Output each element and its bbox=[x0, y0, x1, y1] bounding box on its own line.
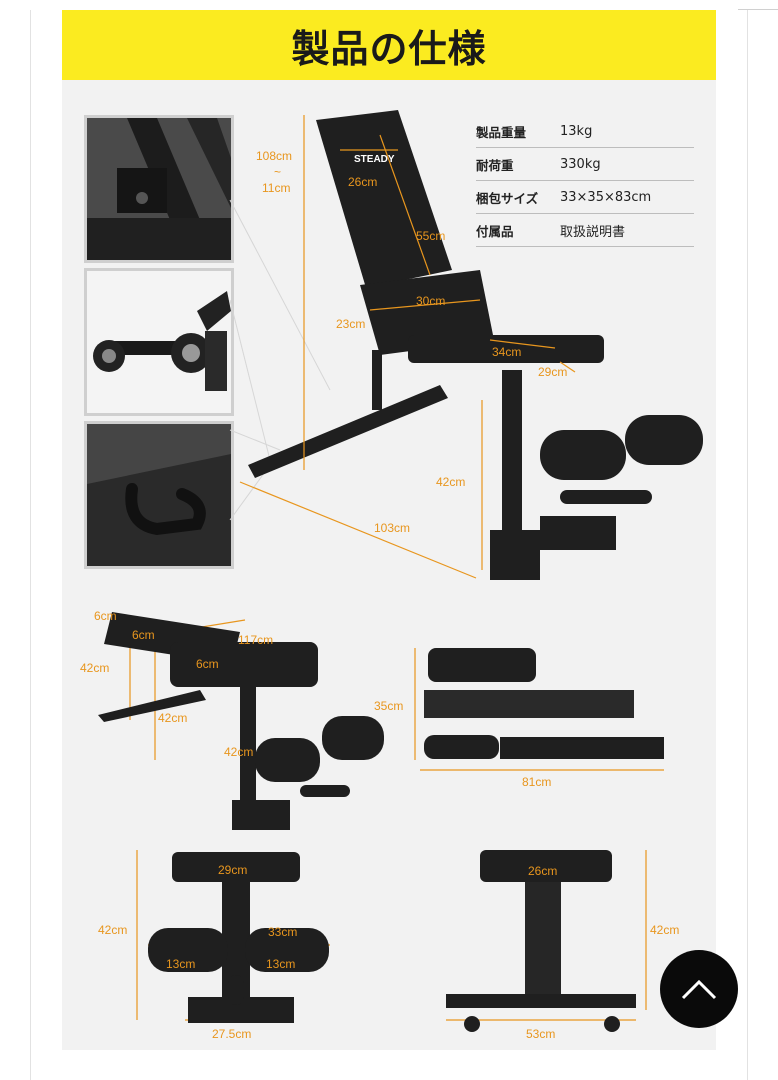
dim-seat-width: 30cm bbox=[416, 294, 445, 308]
main-bench bbox=[248, 110, 703, 580]
folded-bench bbox=[424, 648, 664, 759]
dim-flat-pad-c: 6cm bbox=[196, 657, 219, 671]
spec-row: 付属品 取扱説明書 bbox=[476, 214, 694, 247]
right-frame-line bbox=[747, 0, 748, 1080]
dim-main-height-max: 108cm bbox=[256, 149, 292, 163]
detail-photo-handle bbox=[84, 421, 234, 569]
page-title: 製品の仕様 bbox=[291, 26, 487, 71]
dim-rear-top-width: 26cm bbox=[528, 864, 557, 878]
spec-row: 耐荷重 330kg bbox=[476, 148, 694, 181]
detail-photo-adjuster bbox=[84, 115, 234, 263]
dim-front-base-width: 27.5cm bbox=[212, 1027, 251, 1041]
handle-illustration bbox=[87, 424, 231, 566]
spec-table: 製品重量 13kg 耐荷重 330kg 梱包サイズ 33×35×83cm 付属品… bbox=[476, 115, 694, 247]
dim-flat-pad-b: 6cm bbox=[132, 628, 155, 642]
front-view-bench bbox=[148, 852, 329, 1023]
spec-value: 33×35×83cm bbox=[560, 189, 652, 205]
dim-front-seat-width: 29cm bbox=[538, 365, 567, 379]
dim-front-roller-right: 13cm bbox=[266, 957, 295, 971]
dim-back-length: 55cm bbox=[416, 229, 445, 243]
spec-value: 330kg bbox=[560, 156, 601, 172]
adjuster-illustration bbox=[87, 118, 231, 260]
dim-back-width: 26cm bbox=[348, 175, 377, 189]
dim-flat-length: 117cm bbox=[238, 633, 273, 647]
dim-front-roller-left: 13cm bbox=[166, 957, 195, 971]
detail-photo-wheels bbox=[84, 268, 234, 416]
spec-label: 耐荷重 bbox=[476, 157, 514, 173]
top-bar bbox=[0, 0, 778, 10]
dim-flat-pad-a: 6cm bbox=[94, 609, 117, 623]
dim-front-top-width: 29cm bbox=[218, 863, 247, 877]
dim-flat-front-height: 42cm bbox=[224, 745, 253, 759]
left-frame-line bbox=[30, 0, 31, 1080]
top-rule bbox=[738, 9, 778, 10]
spec-label: 製品重量 bbox=[476, 124, 527, 140]
flat-bench bbox=[98, 612, 384, 830]
brand-logo: STEADY bbox=[354, 154, 395, 165]
rear-view-bench bbox=[446, 850, 636, 1032]
dim-flat-height: 42cm bbox=[80, 661, 109, 675]
dim-front-seat-length: 34cm bbox=[492, 345, 521, 359]
dim-total-length: 103cm bbox=[374, 521, 410, 535]
title-banner: 製品の仕様 bbox=[62, 10, 716, 80]
dim-seat-height: 42cm bbox=[436, 475, 465, 489]
spec-value: 13kg bbox=[560, 123, 593, 139]
dim-folded-height: 35cm bbox=[374, 699, 403, 713]
dim-folded-length: 81cm bbox=[522, 775, 551, 789]
dim-rear-height: 42cm bbox=[650, 923, 679, 937]
dim-front-roller-width: 33cm bbox=[268, 925, 297, 939]
dim-rear-base-width: 53cm bbox=[526, 1027, 555, 1041]
scroll-top-button[interactable] bbox=[660, 950, 738, 1028]
spec-label: 付属品 bbox=[476, 223, 514, 239]
spec-row: 製品重量 13kg bbox=[476, 115, 694, 148]
spec-label: 梱包サイズ bbox=[476, 190, 539, 206]
spec-row: 梱包サイズ 33×35×83cm bbox=[476, 181, 694, 214]
wheels-illustration bbox=[87, 271, 231, 413]
chevron-up-icon bbox=[681, 979, 717, 1000]
dim-front-height: 42cm bbox=[98, 923, 127, 937]
spec-value: 取扱説明書 bbox=[560, 224, 626, 240]
dim-flat-leg-height: 42cm bbox=[158, 711, 187, 725]
dim-main-height-min: 11cm bbox=[262, 181, 290, 195]
dim-main-height-sep: ~ bbox=[274, 165, 281, 179]
dim-seat-offset: 23cm bbox=[336, 317, 365, 331]
